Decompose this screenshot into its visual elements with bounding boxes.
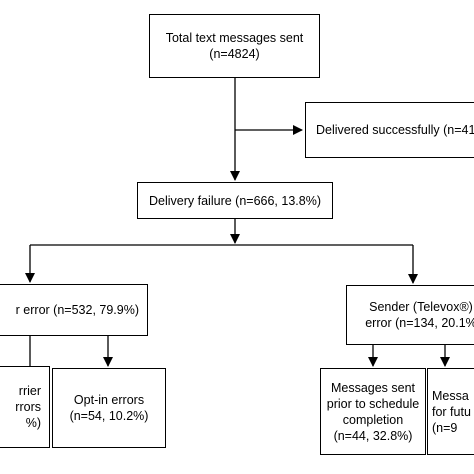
node-carrier-errors-line-1: rrier <box>18 384 41 398</box>
node-optin-line-1: Opt-in errors <box>73 393 145 407</box>
node-total-messages: Total text messages sent (n=4824) <box>149 14 320 78</box>
node-carrier-errors-sub: rrier rrors %) <box>0 366 50 448</box>
node-future-line-2: for futu <box>432 404 471 419</box>
node-future-line-1: Messa <box>432 388 469 403</box>
node-sender-error-line-2: error (n=134, 20.1% <box>365 316 474 330</box>
node-prior-line-2: prior to schedule <box>326 396 420 411</box>
node-prior-line-3: completion <box>342 412 404 427</box>
node-future-line-3: (n=9 <box>432 420 458 435</box>
node-optin-errors: Opt-in errors (n=54, 10.2%) <box>52 368 166 448</box>
node-carrier-errors-line-3: %) <box>25 416 41 430</box>
node-total-line-1: Total text messages sent <box>165 31 304 45</box>
node-carrier-errors-line-2: rrors <box>15 400 41 414</box>
node-sender-error-line-1: Sender (Televox®) <box>369 300 473 314</box>
node-prior-line-1: Messages sent <box>330 380 416 395</box>
node-total-line-2: (n=4824) <box>209 47 260 61</box>
node-failure-line-1: Delivery failure (n=666, 13.8%) <box>149 193 321 208</box>
node-delivered-line-1: Delivered successfully (n=41 <box>316 123 474 137</box>
node-messages-prior: Messages sent prior to schedule completi… <box>320 368 426 455</box>
node-sender-error: Sender (Televox®) error (n=134, 20.1% <box>346 285 474 345</box>
node-delivery-failure: Delivery failure (n=666, 13.8%) <box>137 182 333 219</box>
node-messages-future: Messa for futu (n=9 <box>427 368 474 455</box>
node-prior-line-4: (n=44, 32.8%) <box>333 428 413 443</box>
node-delivered-successfully: Delivered successfully (n=41 <box>305 102 474 158</box>
node-carrier-error-line-1: r error (n=532, 79.9%) <box>15 303 139 317</box>
node-optin-line-2: (n=54, 10.2%) <box>69 409 149 423</box>
node-carrier-error: r error (n=532, 79.9%) <box>0 284 148 336</box>
